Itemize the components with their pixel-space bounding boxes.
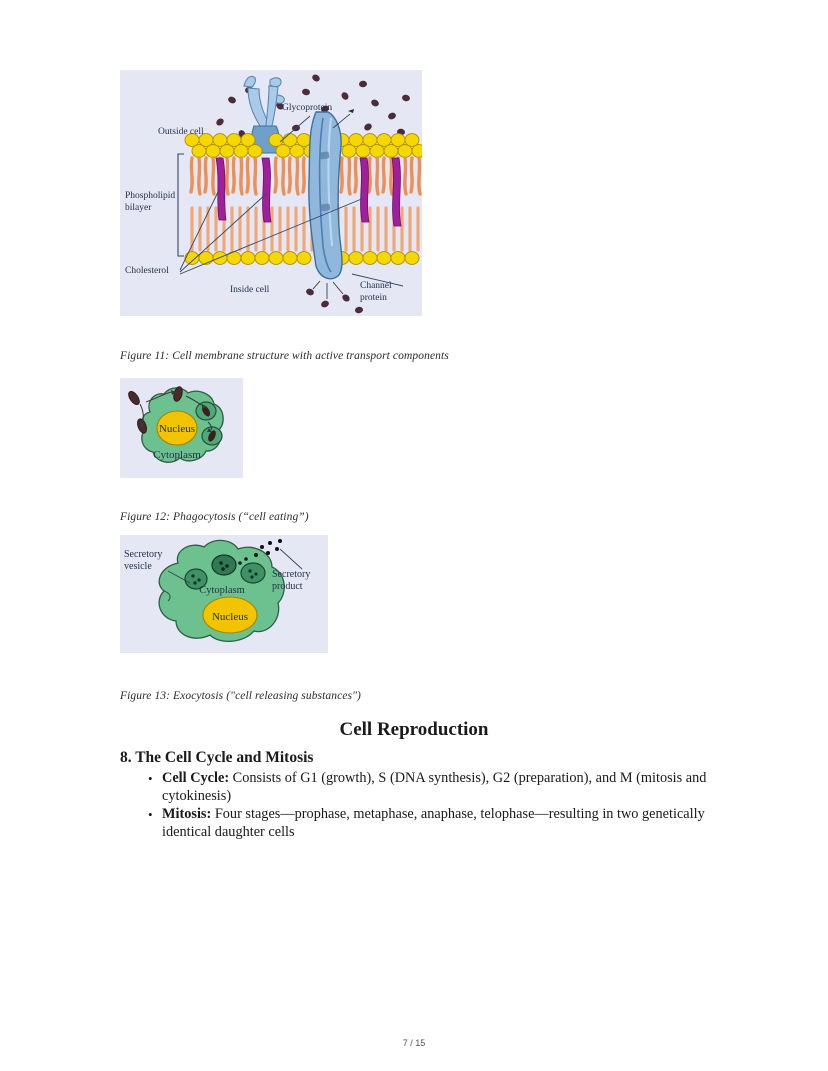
subsection-title-cell-cycle-mitosis: 8. The Cell Cycle and Mitosis — [120, 749, 314, 766]
bullet-lead-mitosis: Mitosis: — [162, 806, 212, 822]
label-outside-cell: Outside cell — [158, 127, 204, 137]
svg-text:bilayer: bilayer — [125, 203, 152, 213]
label-secretory-product: Secretory — [272, 569, 310, 580]
figure-cell-membrane: Outside cell Glycoprotein Phospholipid b… — [120, 70, 422, 316]
bullet-lead-cell-cycle: Cell Cycle: — [162, 770, 230, 786]
label-inside-cell: Inside cell — [230, 285, 270, 295]
bullet-text-mitosis: Four stages—prophase, metaphase, anaphas… — [162, 806, 705, 840]
label-cytoplasm: Cytoplasm — [153, 449, 201, 461]
label-cytoplasm-exo: Cytoplasm — [199, 585, 245, 596]
figure-exocytosis: Secretory vesicle Secretory product Cyto… — [120, 535, 328, 653]
svg-text:product: product — [272, 581, 303, 592]
page-number-footer: 7 / 15 — [402, 1038, 426, 1048]
label-nucleus-exo: Nucleus — [212, 611, 248, 623]
section-title-cell-reproduction: Cell Reproduction — [339, 719, 489, 740]
figure-phagocytosis: Nucleus Cytoplasm — [120, 378, 243, 478]
svg-text:vesicle: vesicle — [124, 561, 152, 572]
label-secretory-vesicle: Secretory — [124, 549, 162, 560]
figure-11-caption: Figure 11: Cell membrane structure with … — [120, 350, 449, 362]
figure-12-caption: Figure 12: Phagocytosis (“cell eating”) — [120, 511, 309, 523]
list-item: Cell Cycle: Consists of G1 (growth), S (… — [120, 770, 710, 805]
label-phospholipid-bilayer: Phospholipid — [125, 191, 175, 201]
figure-13-caption: Figure 13: Exocytosis ("cell releasing s… — [120, 690, 361, 702]
label-glycoprotein: Glycoprotein — [282, 103, 332, 113]
svg-text:protein: protein — [360, 293, 387, 303]
bullet-list: Cell Cycle: Consists of G1 (growth), S (… — [120, 770, 710, 842]
bullet-text-cell-cycle: Consists of G1 (growth), S (DNA synthesi… — [162, 770, 707, 804]
label-cholesterol: Cholesterol — [125, 266, 169, 276]
label-nucleus: Nucleus — [159, 423, 195, 435]
list-item: Mitosis: Four stages—prophase, metaphase… — [120, 806, 710, 841]
label-channel-protein: Channel — [360, 281, 392, 291]
